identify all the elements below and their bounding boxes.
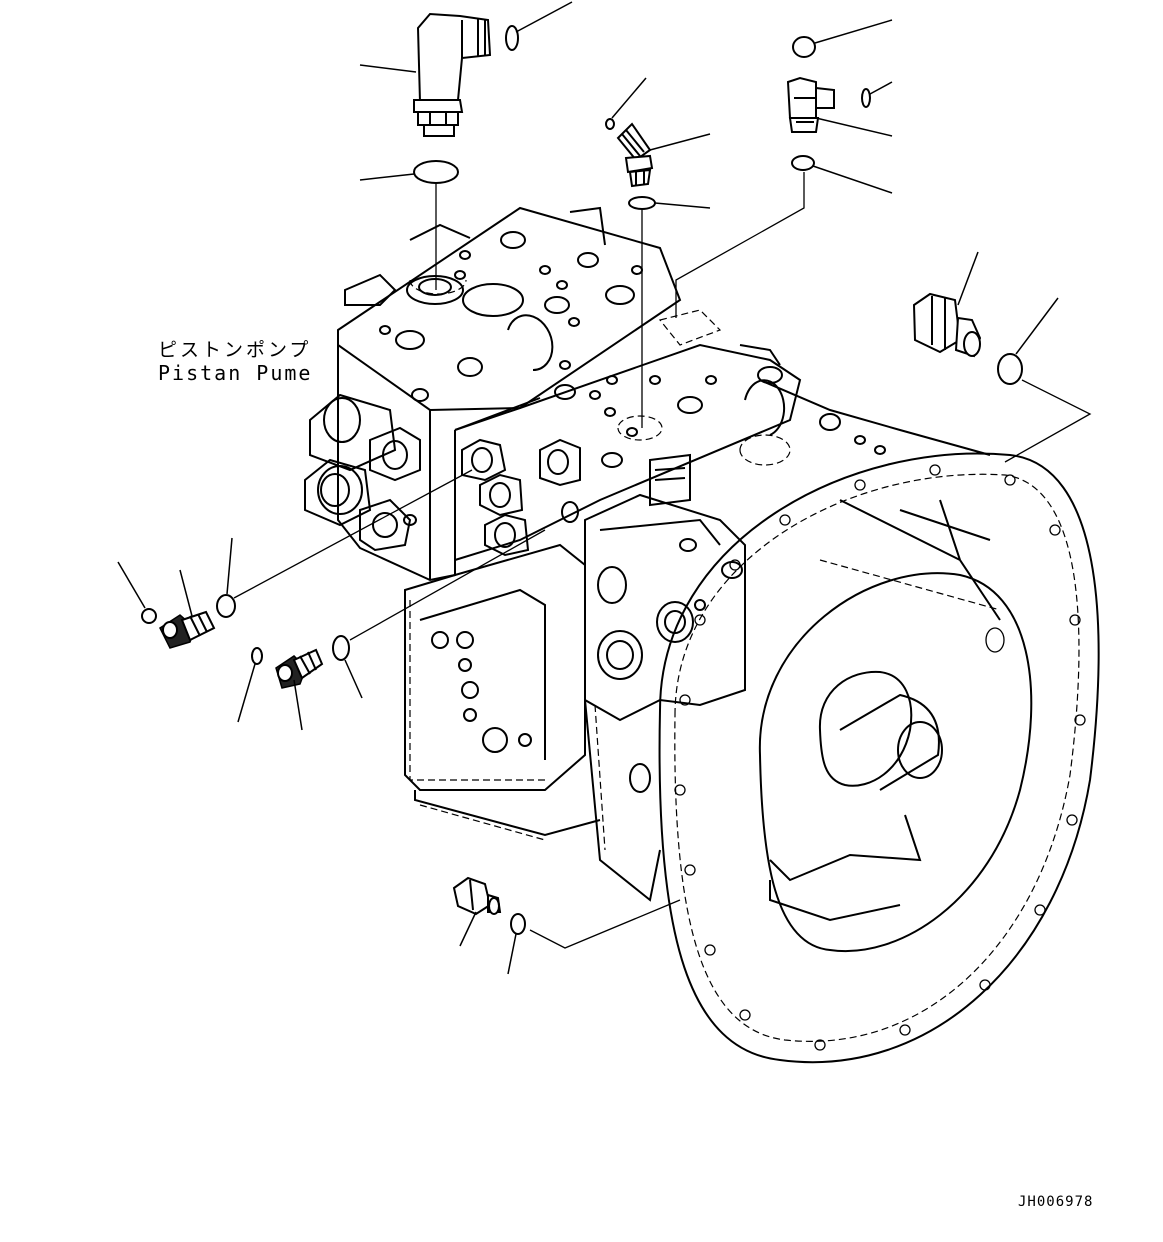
o-ring (216, 594, 236, 618)
leader-lines (117, 1, 1059, 975)
o-ring (861, 88, 871, 108)
drawing-id: JH006978 (1018, 1194, 1094, 1210)
o-ring (505, 25, 519, 51)
elbow-pressure-sensor (413, 12, 492, 137)
o-ring (141, 608, 157, 624)
lower-elbow-fitting (275, 648, 324, 689)
o-ring (792, 36, 816, 58)
flange-bolt-holes (674, 464, 1086, 1051)
small-plug (452, 876, 502, 916)
tee-fitting (786, 76, 835, 133)
o-ring (605, 118, 615, 130)
o-ring (510, 913, 526, 935)
large-plug (912, 292, 982, 358)
left-elbow-fitting (159, 610, 216, 649)
45-degree-elbow-fitting (616, 122, 654, 188)
o-ring (332, 635, 350, 661)
o-ring (997, 353, 1023, 385)
pump-label-english: Pistan Pume (158, 361, 313, 385)
o-ring (628, 196, 656, 210)
pump-label-japanese: ピストンポンプ (158, 339, 312, 361)
assembly-lines (233, 172, 1092, 949)
o-ring (791, 155, 815, 171)
o-ring (251, 647, 263, 665)
o-ring (413, 160, 459, 184)
piston-pump-body (304, 206, 1100, 1064)
